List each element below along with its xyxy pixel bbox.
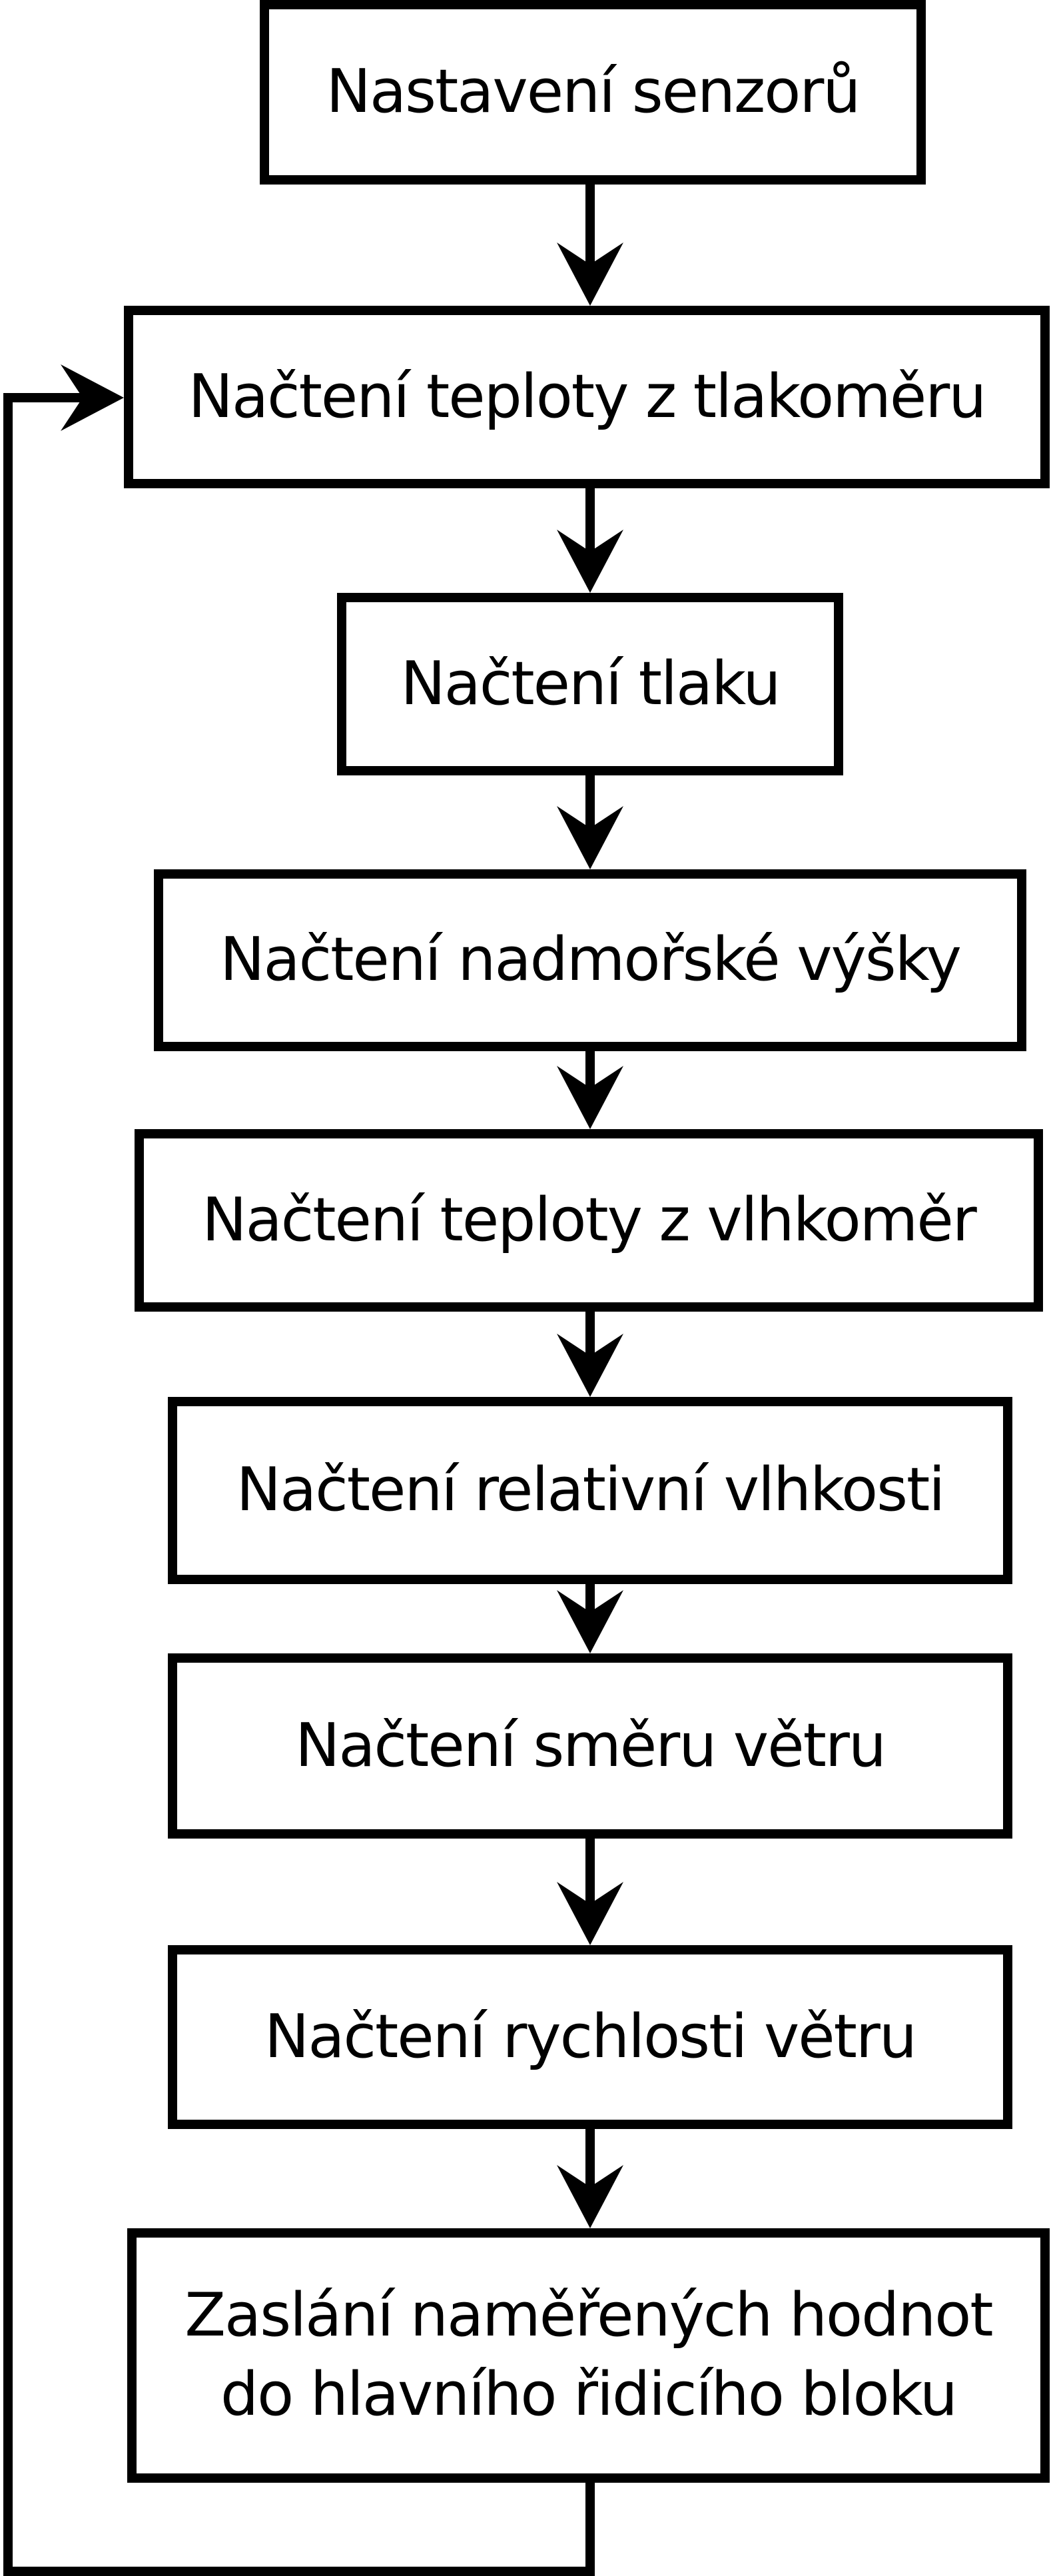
flow-box-label: Načtení teploty z vlhkoměr (202, 1184, 976, 1255)
arrow-rychlost-vetru-to-zaslani (557, 2129, 623, 2228)
flow-box-label-line-2: do hlavního řidicího bloku (220, 2360, 958, 2429)
arrow-nastaveni-to-teplota-tlakomer (557, 185, 623, 306)
flow-box-label: Načtení tlaku (400, 648, 781, 719)
arrow-teplota-tlakomer-to-tlak (557, 488, 623, 593)
flow-box-zaslani-namerenych-hodnot: Zaslání naměřených hodnot do hlavního ři… (127, 2228, 1050, 2483)
loop-back-arrow (3, 364, 595, 2576)
arrow-tlak-to-nadmorska-vyska (557, 775, 623, 869)
flow-box-label: Načtení nadmořské výšky (220, 925, 962, 995)
arrow-teplota-vlhkomer-to-relativni-vlhkost (557, 1312, 623, 1397)
flow-box-nacteni-nadmorske-vysky: Načtení nadmořské výšky (154, 869, 1026, 1051)
arrow-nadmorska-vyska-to-teplota-vlhkomer (557, 1051, 623, 1129)
flow-box-label: Načtení směru větru (295, 1710, 886, 1781)
flow-box-label: Načtení rychlosti větru (264, 2001, 917, 2072)
flow-box-label: Nastavení senzorů (326, 57, 861, 127)
flow-box-label: Zaslání naměřených hodnot do hlavního ři… (184, 2276, 993, 2435)
flow-box-nacteni-relativni-vlhkosti: Načtení relativní vlhkosti (168, 1397, 1012, 1584)
flow-box-nacteni-teploty-z-vlhkomer: Načtení teploty z vlhkoměr (135, 1129, 1043, 1312)
flow-box-label: Načtení relativní vlhkosti (236, 1455, 945, 1525)
arrow-smer-vetru-to-rychlost-vetru (557, 1839, 623, 1945)
arrow-relativni-vlhkost-to-smer-vetru (557, 1584, 623, 1653)
flow-box-nacteni-tlaku: Načtení tlaku (337, 593, 843, 775)
flow-box-label: Načtení teploty z tlakoměru (188, 361, 987, 432)
flow-box-nacteni-smeru-vetru: Načtení směru větru (168, 1653, 1012, 1839)
flow-box-nacteni-rychlosti-vetru: Načtení rychlosti větru (168, 1945, 1012, 2129)
loop-arrowhead (61, 364, 124, 431)
flow-box-nastaveni-senzoru: Nastavení senzorů (260, 0, 926, 185)
flow-box-label-line-1: Zaslání naměřených hodnot (184, 2280, 993, 2351)
flow-box-nacteni-teploty-z-tlakomeru: Načtení teploty z tlakoměru (124, 306, 1050, 488)
